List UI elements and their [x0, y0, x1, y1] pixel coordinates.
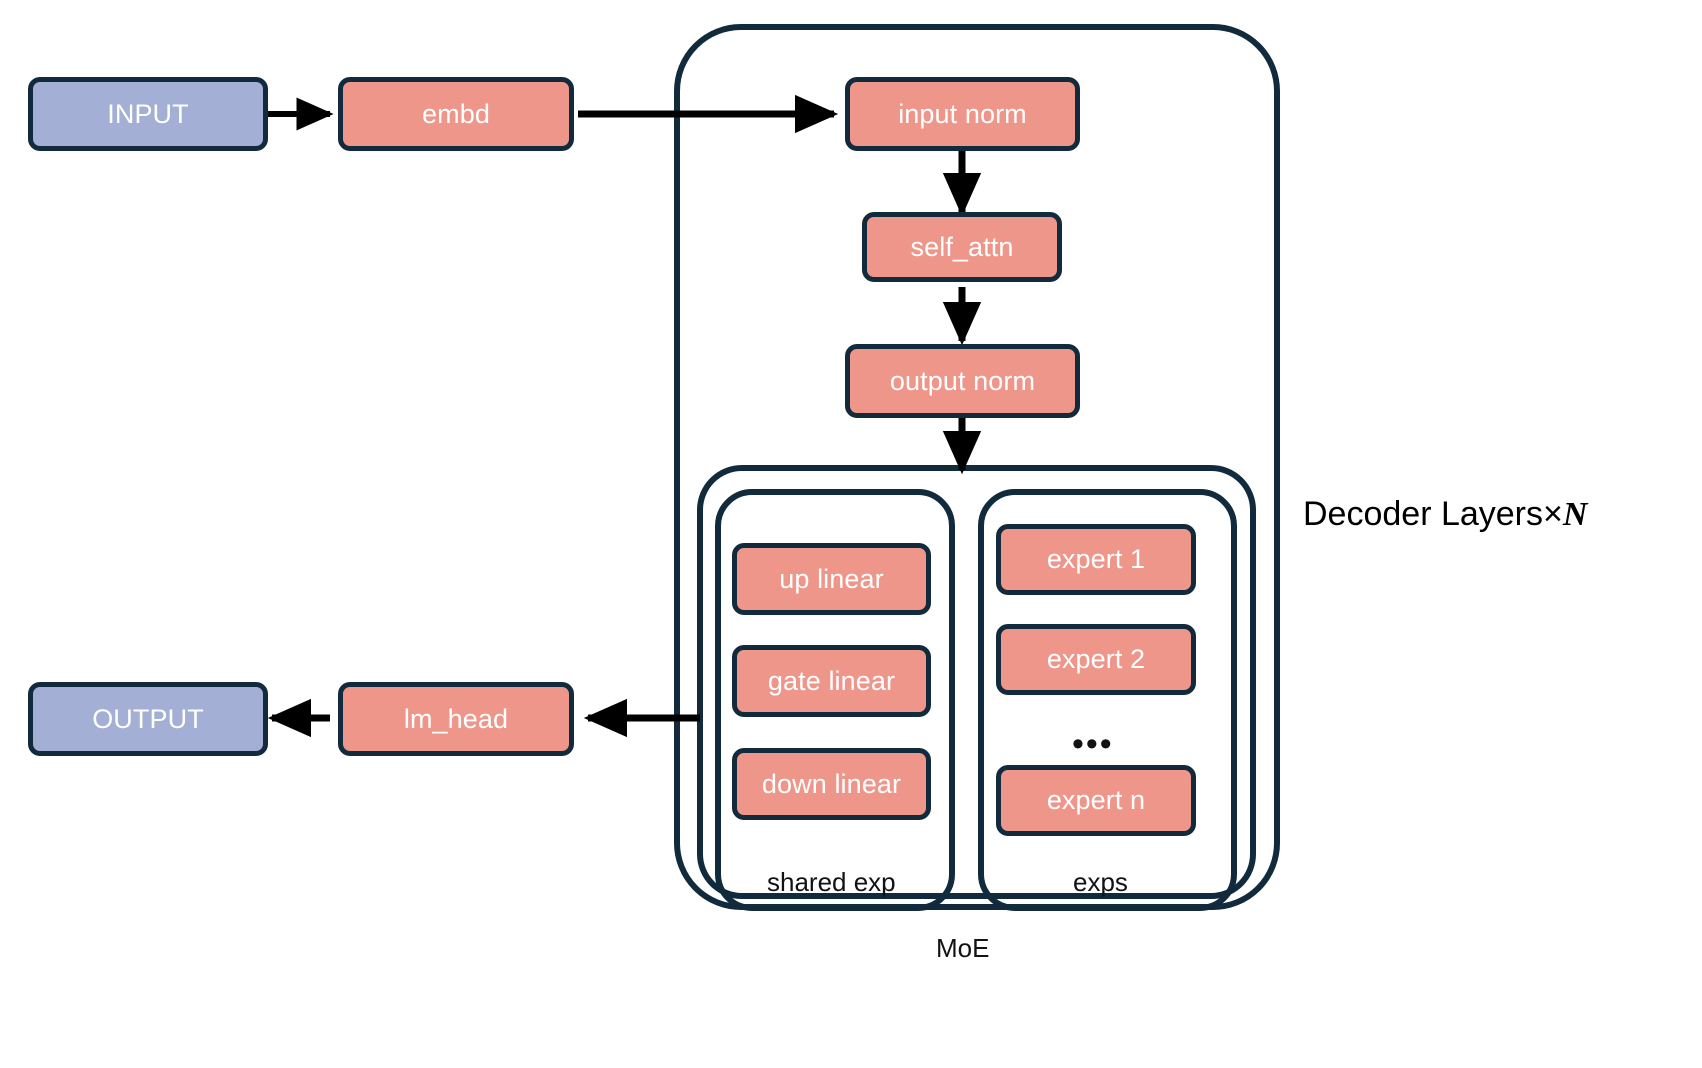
node-embd-label: embd [422, 98, 490, 129]
decoder-layers-annotation: Decoder Layers×N [1303, 497, 1587, 532]
node-expert-n-label: expert n [1046, 785, 1146, 815]
node-up-linear-label: up linear [779, 563, 884, 594]
experts-container [978, 489, 1237, 911]
decoder-layers-annotation-text: Decoder Layers× [1303, 495, 1563, 533]
node-expert-2-label: expert 2 [1046, 644, 1146, 674]
node-input-label: INPUT [107, 98, 189, 129]
node-gate-linear[interactable]: gate linear [732, 645, 931, 717]
node-self-attn[interactable]: self_attn [862, 212, 1062, 282]
node-output-norm[interactable]: output norm [845, 344, 1080, 418]
node-expert-1[interactable]: expert 1 [996, 524, 1196, 595]
node-output[interactable]: OUTPUT [28, 682, 268, 756]
node-input-norm-label: input norm [898, 98, 1027, 129]
node-output-label: OUTPUT [92, 703, 204, 734]
experts-ellipsis-text: ••• [1072, 725, 1114, 763]
shared-expert-label: shared exp [767, 869, 896, 895]
node-expert-2[interactable]: expert 2 [996, 624, 1196, 695]
shared-expert-container [715, 489, 955, 911]
node-up-linear[interactable]: up linear [732, 543, 931, 615]
experts-label-text: exps [1073, 867, 1128, 897]
moe-label: MoE [936, 935, 989, 961]
node-lm-head-label: lm_head [403, 703, 509, 734]
node-expert-n[interactable]: expert n [996, 765, 1196, 836]
shared-expert-label-text: shared exp [767, 867, 896, 897]
node-output-norm-label: output norm [889, 365, 1036, 396]
experts-label: exps [1073, 869, 1128, 895]
decoder-layers-repeat-symbol: N [1562, 496, 1588, 533]
node-input-norm[interactable]: input norm [845, 77, 1080, 151]
node-expert-1-label: expert 1 [1046, 544, 1146, 574]
node-self-attn-label: self_attn [910, 231, 1014, 262]
node-gate-linear-label: gate linear [767, 665, 896, 696]
experts-ellipsis: ••• [1072, 727, 1114, 761]
node-lm-head[interactable]: lm_head [338, 682, 574, 756]
decoder-layers-container [674, 24, 1280, 910]
node-down-linear[interactable]: down linear [732, 748, 931, 820]
node-input[interactable]: INPUT [28, 77, 268, 151]
moe-label-text: MoE [936, 933, 990, 963]
node-down-linear-label: down linear [761, 768, 902, 799]
node-embd[interactable]: embd [338, 77, 574, 151]
